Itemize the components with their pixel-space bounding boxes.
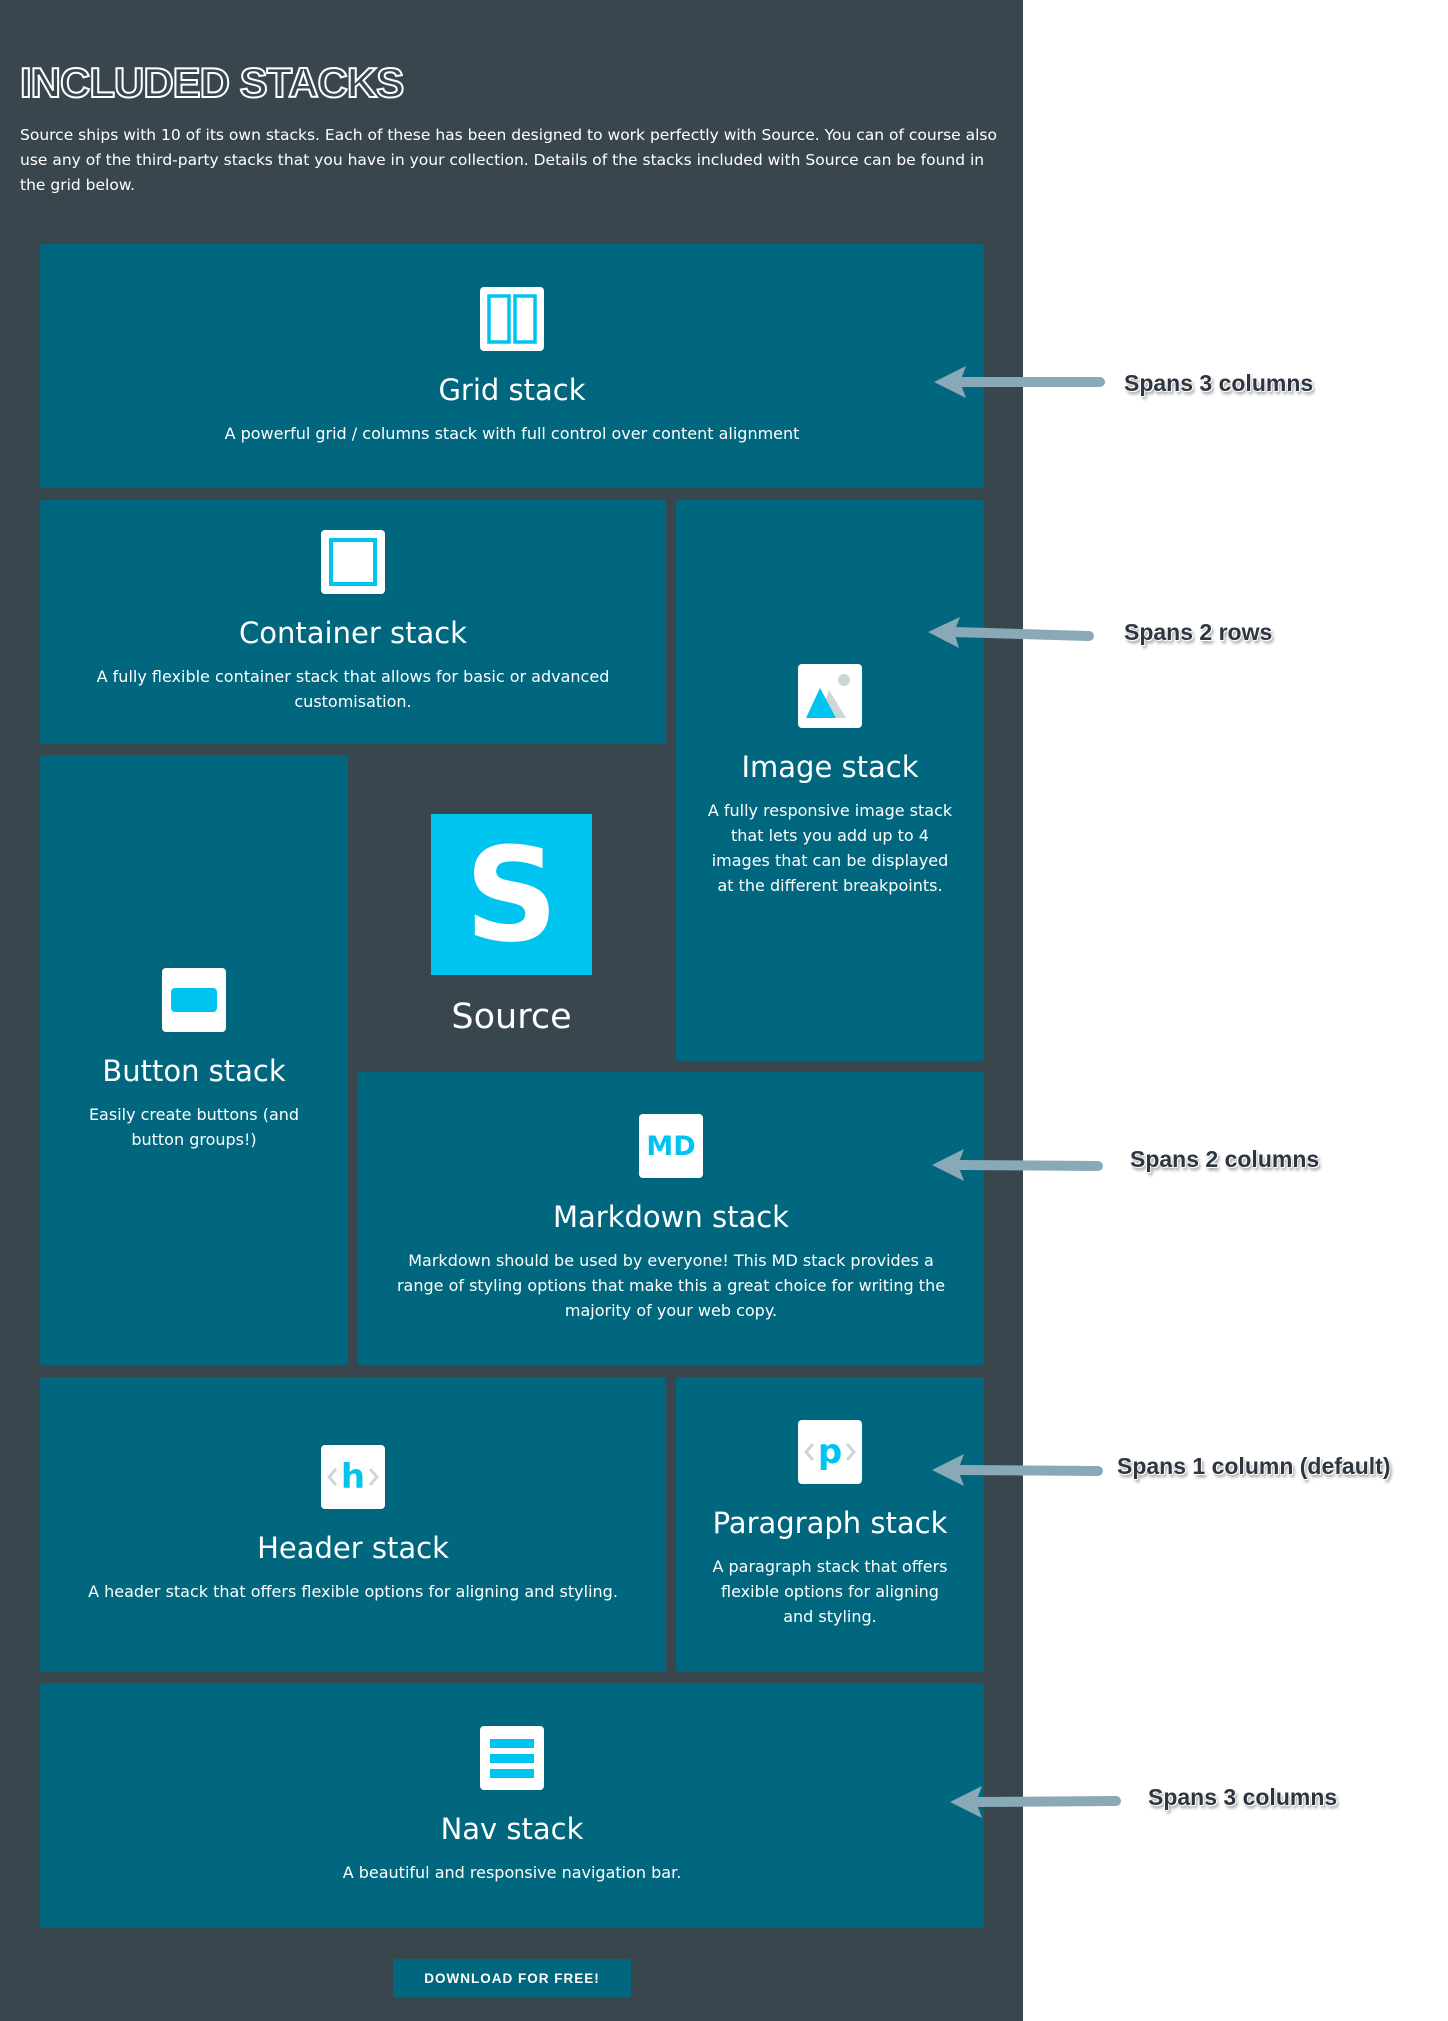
grid-stack-tile[interactable]: Grid stack A powerful grid / columns sta…: [40, 244, 984, 488]
markdown-stack-tile[interactable]: MD Markdown stack Markdown should be use…: [358, 1072, 984, 1365]
nav-stack-tile[interactable]: Nav stack A beautiful and responsive nav…: [40, 1683, 984, 1928]
arrow-icon: [934, 366, 1105, 398]
markdown-icon-text: MD: [646, 1130, 696, 1162]
arrow-icon: [950, 1786, 1121, 1818]
source-logo: S: [431, 814, 592, 975]
columns-icon: [480, 286, 544, 351]
markdown-stack-desc: Markdown should be used by everyone! Thi…: [396, 1251, 946, 1320]
image-stack-desc: A fully responsive image stack that lets…: [707, 800, 953, 895]
nav-stack-title: Nav stack: [440, 1812, 584, 1846]
paragraph-stack-tile[interactable]: p Paragraph stack A paragraph stack that…: [676, 1377, 984, 1672]
annotation-label: Spans 3 columns: [1148, 1784, 1338, 1810]
source-label: Source: [451, 997, 572, 1037]
container-icon: [321, 530, 385, 594]
button-stack-title: Button stack: [102, 1054, 286, 1088]
arrow-icon: [928, 617, 1094, 648]
annotation-label: Spans 2 rows: [1124, 619, 1273, 645]
download-button[interactable]: DOWNLOAD FOR FREE!: [393, 1959, 631, 1997]
source-logo-letter: S: [464, 818, 559, 971]
container-stack-tile[interactable]: Container stack A fully flexible contain…: [40, 500, 666, 744]
annotation-label: Spans 1 column (default): [1117, 1453, 1391, 1479]
page-title: INCLUDED STACKS: [19, 59, 405, 106]
image-icon: [798, 663, 862, 728]
grid-stack-title: Grid stack: [438, 372, 586, 407]
markdown-icon: MD: [639, 1114, 703, 1178]
paragraph-stack-title: Paragraph stack: [712, 1506, 948, 1540]
menu-icon: [480, 1726, 544, 1790]
header-icon-text: h: [340, 1457, 366, 1497]
paragraph-icon-text: p: [817, 1432, 843, 1472]
intro-text: Source ships with 10 of its own stacks. …: [20, 126, 997, 194]
header-stack-desc: A header stack that offers flexible opti…: [88, 1582, 618, 1601]
grid-stack-desc: A powerful grid / columns stack with ful…: [224, 423, 800, 443]
content-panel: INCLUDED STACKS Source ships with 10 of …: [0, 0, 1023, 2021]
container-stack-title: Container stack: [239, 616, 467, 650]
button-icon: [162, 968, 226, 1032]
arrow-icon: [932, 1454, 1103, 1486]
paragraph-stack-desc: A paragraph stack that offers flexible o…: [712, 1557, 948, 1626]
header-stack-title: Header stack: [257, 1531, 449, 1565]
image-stack-title: Image stack: [741, 749, 919, 784]
markdown-stack-title: Markdown stack: [553, 1200, 789, 1234]
button-stack-tile[interactable]: Button stack Easily create buttons (and …: [40, 755, 348, 1365]
nav-stack-desc: A beautiful and responsive navigation ba…: [342, 1863, 682, 1882]
annotation-label: Spans 2 columns: [1130, 1146, 1320, 1172]
arrow-icon: [932, 1149, 1103, 1181]
annotation-label: Spans 3 columns: [1124, 370, 1314, 396]
header-stack-tile[interactable]: h Header stack A header stack that offer…: [40, 1377, 666, 1672]
button-stack-desc: Easily create buttons (and button groups…: [88, 1105, 300, 1149]
header-icon: h: [321, 1445, 385, 1509]
container-stack-desc: A fully flexible container stack that al…: [96, 667, 610, 711]
paragraph-icon: p: [798, 1420, 862, 1484]
image-stack-tile[interactable]: Image stack A fully responsive image sta…: [676, 500, 984, 1061]
